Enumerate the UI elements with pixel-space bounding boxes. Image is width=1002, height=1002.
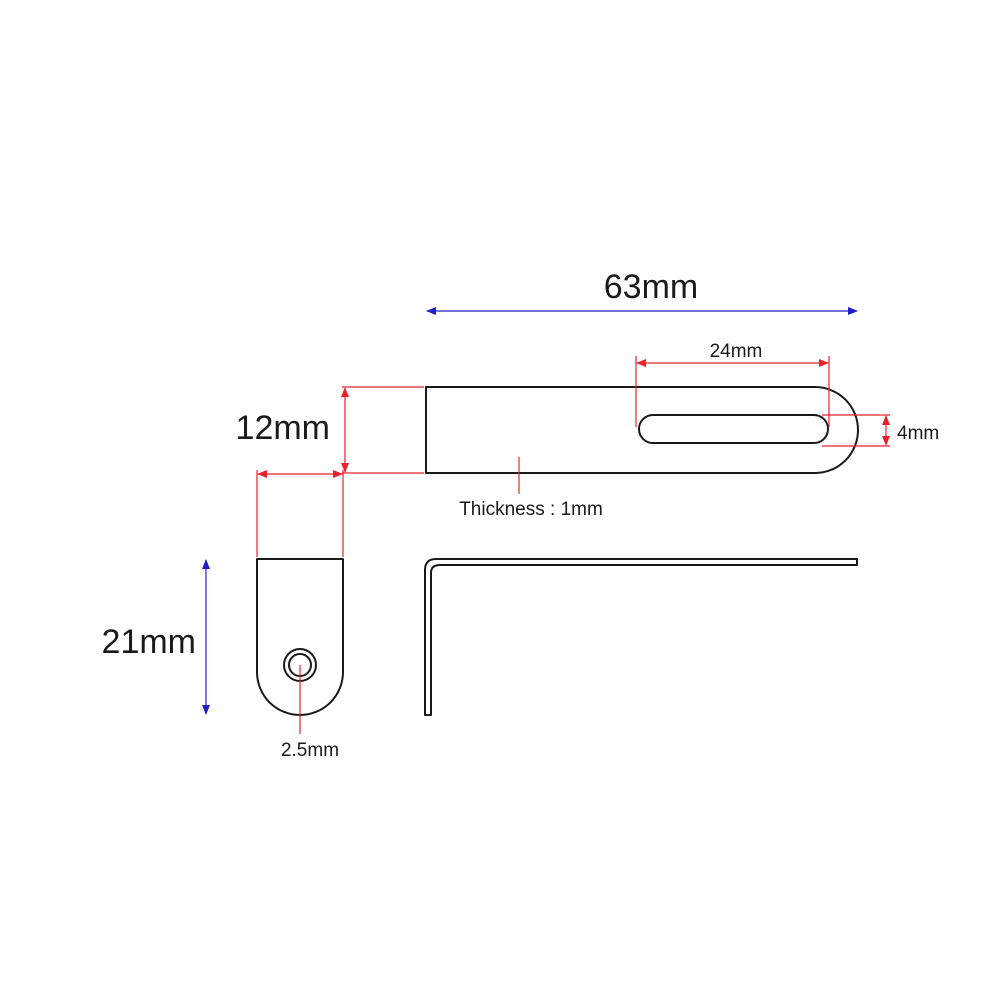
- label-thickness: Thickness : 1mm: [459, 499, 603, 520]
- bent-profile: [424, 558, 858, 716]
- tab-outline: [256, 558, 344, 716]
- dim-tab-width: [256, 470, 344, 557]
- dim-hole-diameter: 2.5mm: [281, 665, 339, 761]
- label-slot-length: 24mm: [710, 341, 763, 362]
- dim-tab-height: 21mm: [102, 559, 210, 715]
- label-tab-height: 21mm: [102, 623, 196, 661]
- dim-strip-width: 12mm: [236, 386, 424, 474]
- label-overall-length: 63mm: [604, 268, 698, 306]
- label-strip-width: 12mm: [236, 409, 330, 447]
- slot-outline: [638, 414, 829, 444]
- strip-outline: [425, 386, 859, 474]
- label-hole-diameter: 2.5mm: [281, 740, 339, 761]
- dim-overall-length: 63mm: [426, 268, 858, 315]
- label-slot-width: 4mm: [897, 423, 939, 444]
- top-view: [425, 386, 859, 474]
- side-view: [424, 558, 858, 716]
- dim-thickness: Thickness : 1mm: [459, 457, 603, 520]
- dim-slot-width: 4mm: [822, 414, 939, 447]
- dim-slot-length: 24mm: [635, 341, 830, 427]
